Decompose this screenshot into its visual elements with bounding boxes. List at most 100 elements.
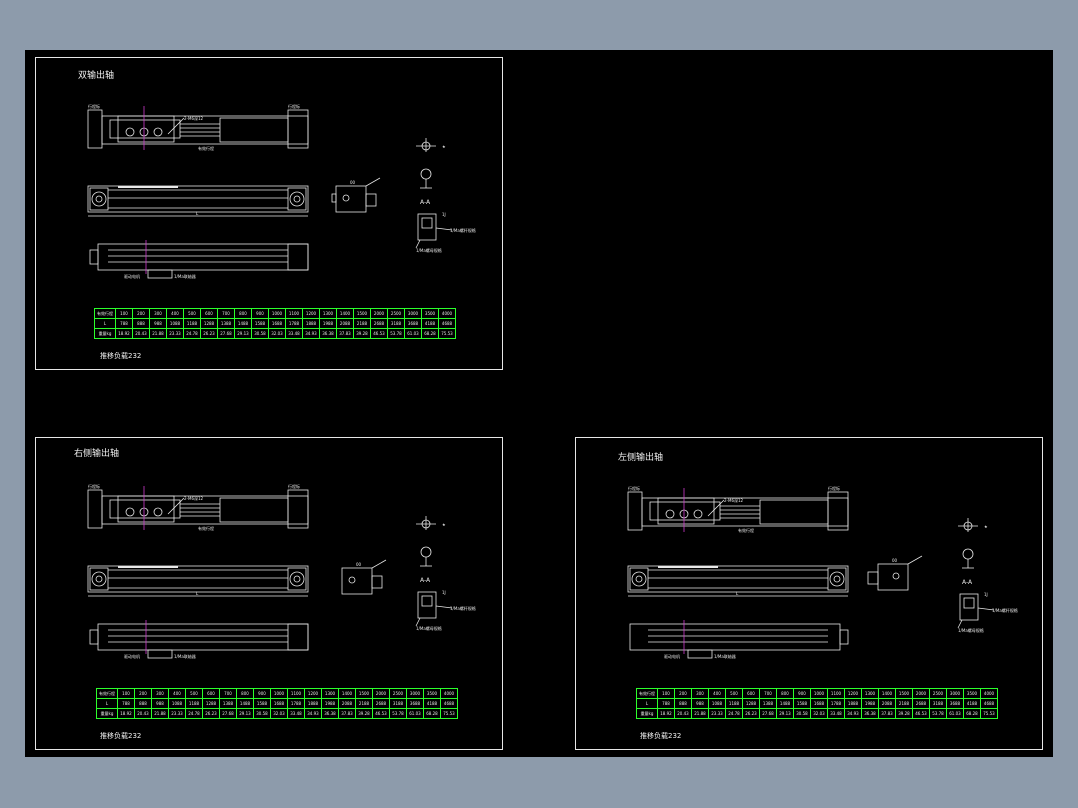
table-cell: 30.58	[253, 708, 271, 719]
table-cell: 26.23	[202, 708, 220, 719]
table-cell: 1588	[793, 698, 811, 709]
svg-text:行程标: 行程标	[828, 485, 840, 491]
svg-text:驱动电机: 驱动电机	[124, 273, 140, 279]
table-cell: 2688	[370, 318, 388, 329]
table-cell: 33.48	[285, 328, 303, 339]
table-cell: 200	[134, 688, 152, 699]
table-cell: 800	[234, 308, 252, 319]
table-cell: 988	[151, 698, 169, 709]
table-cell: 37.83	[878, 708, 896, 719]
table-cell: 46.53	[372, 708, 390, 719]
table-cell: 200	[132, 308, 150, 319]
table-cell: 1888	[302, 318, 320, 329]
table-cell: 24.78	[725, 708, 743, 719]
table-cell: 4188	[421, 318, 439, 329]
svg-text:1/Ma螺母规格: 1/Ma螺母规格	[416, 625, 442, 631]
svg-text:2-M6深12: 2-M6深12	[724, 497, 744, 503]
svg-text:行程标: 行程标	[88, 483, 100, 489]
table-cell: 2500	[929, 688, 947, 699]
svg-text:行程标: 行程标	[288, 103, 300, 109]
table-cell: 53.78	[389, 708, 407, 719]
table-cell: 24.78	[185, 708, 203, 719]
svg-text:1/Ma螺母规格: 1/Ma螺母规格	[416, 247, 442, 253]
svg-text:★: ★	[442, 522, 446, 527]
cad-drawing-area[interactable]: 双输出轴 2-M6深12 行程标 行程标 有效行程	[25, 50, 1053, 757]
table-cell: 1788	[285, 318, 303, 329]
front-view: L	[87, 565, 309, 597]
table-cell: 68.28	[421, 328, 439, 339]
sheet-note: 推移负载232	[100, 732, 142, 740]
sheet-note: 推移负载232	[100, 352, 142, 360]
table-cell: 1100	[827, 688, 845, 699]
svg-text:行程标: 行程标	[288, 483, 300, 489]
table-cell: 900	[793, 688, 811, 699]
svg-text:1/Ma螺杆规格: 1/Ma螺杆规格	[450, 227, 476, 233]
svg-text:有效行程: 有效行程	[198, 525, 214, 531]
table-cell: 100	[657, 688, 675, 699]
table-cell: 1288	[202, 698, 220, 709]
table-cell: 1188	[725, 698, 743, 709]
table-cell: 788	[657, 698, 675, 709]
svg-text:驱动电机: 驱动电机	[664, 653, 680, 659]
table-cell: 20.43	[134, 708, 152, 719]
front-view: L	[627, 565, 849, 597]
table-cell: 500	[183, 308, 201, 319]
svg-text:1J: 1J	[442, 212, 446, 217]
table-cell: 46.53	[912, 708, 930, 719]
table-cell: 1300	[861, 688, 879, 699]
table-cell: 27.68	[759, 708, 777, 719]
svg-text:1/Ma螺母规格: 1/Ma螺母规格	[958, 627, 984, 633]
bottom-view: 驱动电机 1/Ma联轴器	[89, 240, 309, 279]
table-cell: 1088	[708, 698, 726, 709]
table-cell: 1000	[810, 688, 828, 699]
table-cell: 27.68	[219, 708, 237, 719]
table-cell: 2500	[387, 308, 405, 319]
table-cell: 1088	[168, 698, 186, 709]
sheet-title: 右侧输出轴	[74, 449, 120, 459]
table-cell: 788	[117, 698, 135, 709]
table-cell: 4688	[440, 698, 458, 709]
table-cell: 3000	[946, 688, 964, 699]
table-cell: 32.03	[268, 328, 286, 339]
table-cell: 3188	[387, 318, 405, 329]
table-cell: 23.33	[166, 328, 184, 339]
table-cell: 61.03	[946, 708, 964, 719]
table-cell: 700	[217, 308, 235, 319]
table-cell: 1788	[287, 698, 305, 709]
table-cell: 1888	[304, 698, 322, 709]
sheet-note: 推移负载232	[640, 732, 682, 740]
detail-views: ★ A-A 1/Ma螺杆规格 1/Ma螺母规格 1J	[957, 518, 1018, 633]
table-cell: 39.28	[895, 708, 913, 719]
table-cell: 400	[708, 688, 726, 699]
table-cell: 75.53	[440, 708, 458, 719]
table-cell: 900	[251, 308, 269, 319]
table-cell: 3500	[963, 688, 981, 699]
table-cell: 34.93	[304, 708, 322, 719]
table-cell: 4688	[438, 318, 456, 329]
table-cell: 2188	[355, 698, 373, 709]
table-cell: 24.78	[183, 328, 201, 339]
table-cell: 21.88	[149, 328, 167, 339]
table-cell: 20.43	[132, 328, 150, 339]
detail-views: ★ A-A 1/Ma螺杆规格 1/Ma螺母规格 1J	[415, 138, 476, 253]
table-cell: 1988	[861, 698, 879, 709]
table-cell: 1588	[251, 318, 269, 329]
table-cell: 36.38	[319, 328, 337, 339]
table-cell: 39.28	[353, 328, 371, 339]
table-cell: 4688	[980, 698, 998, 709]
table-cell: 61.03	[404, 328, 422, 339]
sheet-title: 双输出轴	[78, 71, 115, 81]
table-cell: 3188	[389, 698, 407, 709]
table-cell: 53.78	[929, 708, 947, 719]
table-cell: 1400	[338, 688, 356, 699]
table-cell: 700	[759, 688, 777, 699]
table-cell: 18.92	[117, 708, 135, 719]
table-cell: 27.68	[217, 328, 235, 339]
table-cell: 988	[149, 318, 167, 329]
table-cell: 1500	[353, 308, 371, 319]
